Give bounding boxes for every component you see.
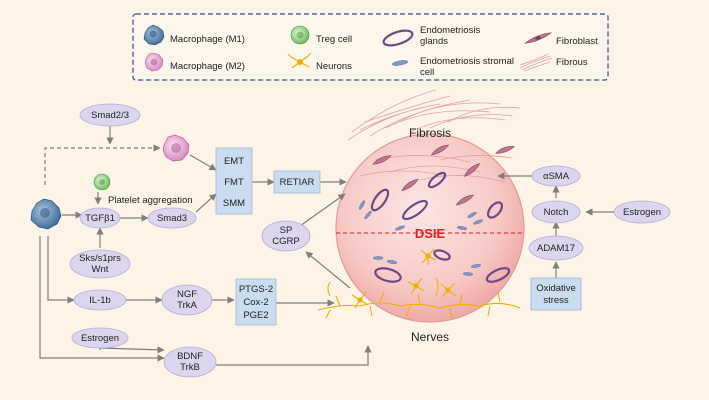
svg-text:stress: stress xyxy=(543,295,569,306)
node-retiar: RETIAR xyxy=(273,170,321,194)
node-adam17: ADAM17 xyxy=(528,235,584,261)
svg-text:αSMA: αSMA xyxy=(543,171,570,182)
legend-label-fibrous: Fibrous xyxy=(556,57,588,68)
stromal-cell-icon xyxy=(391,60,409,66)
node-oxidative-stress: Oxidative stress xyxy=(530,277,582,311)
node-ptgs2-cox2-pge2: PTGS-2 Cox-2 PGE2 xyxy=(235,278,277,326)
svg-text:RETIAR: RETIAR xyxy=(280,177,315,188)
svg-text:TGFβ1: TGFβ1 xyxy=(85,213,115,224)
legend-label-stromal-2: cell xyxy=(420,67,434,78)
legend-label-stromal-1: Endometriosis stromal xyxy=(420,56,514,67)
nerve-network xyxy=(317,277,521,319)
node-estrogen-left: Estrogen xyxy=(71,327,129,349)
svg-text:TrkB: TrkB xyxy=(180,362,200,373)
fibrosis-label: Fibrosis xyxy=(409,126,451,140)
svg-text:SMM: SMM xyxy=(223,198,245,209)
node-estrogen-right: Estrogen xyxy=(613,200,671,224)
legend-label-glands-2: glands xyxy=(420,36,448,47)
svg-text:IL-1b: IL-1b xyxy=(89,295,111,306)
macrophage-m1-icon xyxy=(143,24,165,46)
fibrous-strands xyxy=(347,89,521,183)
svg-text:Smad2/3: Smad2/3 xyxy=(91,110,129,121)
lesion-sphere: Fibrosis DSIE Nerves xyxy=(317,89,525,344)
node-il1b: IL-1b xyxy=(73,289,127,311)
svg-text:SP: SP xyxy=(280,225,293,236)
macrophage-m2-icon xyxy=(144,52,164,72)
svg-text:Notch: Notch xyxy=(544,207,569,218)
svg-text:CGRP: CGRP xyxy=(272,236,299,247)
node-smad3: Smad3 xyxy=(147,207,197,229)
node-sp-cgrp: SP CGRP xyxy=(261,220,311,252)
macrophage-m2-icon xyxy=(162,134,190,162)
legend-label-treg: Treg cell xyxy=(316,34,352,45)
platelet-aggregation-label: Platelet aggregation xyxy=(108,195,193,206)
legend-label-m2: Macrophage (M2) xyxy=(170,61,245,72)
svg-text:PTGS-2: PTGS-2 xyxy=(239,284,273,295)
svg-text:Wnt: Wnt xyxy=(92,264,109,275)
node-sks-wnt: Sks/s1prs Wnt xyxy=(69,249,131,279)
node-ngf-trka: NGF TrkA xyxy=(161,284,213,316)
fibroblast-icon xyxy=(524,32,552,44)
legend-border xyxy=(132,13,609,81)
svg-text:Cox-2: Cox-2 xyxy=(243,297,268,308)
stromal-cells xyxy=(358,200,483,276)
endometriosis-glands xyxy=(370,171,511,283)
node-asma: αSMA xyxy=(531,165,581,187)
legend-label-fibroblast: Fibroblast xyxy=(556,36,598,47)
svg-text:ADAM17: ADAM17 xyxy=(537,243,575,254)
node-tgfb1: TGFβ1 xyxy=(79,207,121,229)
svg-text:NGF: NGF xyxy=(177,289,197,300)
macrophage-m1-icon xyxy=(30,198,62,230)
treg-cell-icon xyxy=(290,25,310,45)
endometriosis-gland-icon xyxy=(382,29,414,47)
svg-text:EMT: EMT xyxy=(224,156,244,167)
svg-text:Estrogen: Estrogen xyxy=(623,207,661,218)
svg-text:FMT: FMT xyxy=(224,177,244,188)
svg-text:TrkA: TrkA xyxy=(177,300,197,311)
legend: Macrophage (M1) Macrophage (M2) Treg cel… xyxy=(132,13,609,81)
svg-text:PGE2: PGE2 xyxy=(243,310,268,321)
svg-text:Sks/s1prs: Sks/s1prs xyxy=(79,253,121,264)
neuron-icon xyxy=(287,52,312,69)
legend-label-neurons: Neurons xyxy=(316,61,352,72)
node-emt-fmt-smm: EMT FMT SMM xyxy=(215,147,253,215)
svg-text:Estrogen: Estrogen xyxy=(81,333,119,344)
legend-label-m1: Macrophage (M1) xyxy=(170,34,245,45)
svg-text:BDNF: BDNF xyxy=(177,351,203,362)
fibrous-icon xyxy=(519,53,553,72)
fibroblast-cells xyxy=(372,144,515,206)
neuron-cells xyxy=(351,248,457,309)
nerves-label: Nerves xyxy=(411,330,449,344)
arrows xyxy=(39,126,614,366)
node-notch: Notch xyxy=(531,200,581,224)
legend-label-glands-1: Endometriosis xyxy=(420,25,480,36)
node-smad23: Smad2/3 xyxy=(79,103,141,127)
svg-text:Oxidative: Oxidative xyxy=(536,283,576,294)
svg-text:Smad3: Smad3 xyxy=(157,213,187,224)
node-bdnf-trkb: BDNF TrkB xyxy=(163,346,217,378)
dsie-label: DSIE xyxy=(415,226,446,241)
treg-cell-icon xyxy=(93,173,111,191)
